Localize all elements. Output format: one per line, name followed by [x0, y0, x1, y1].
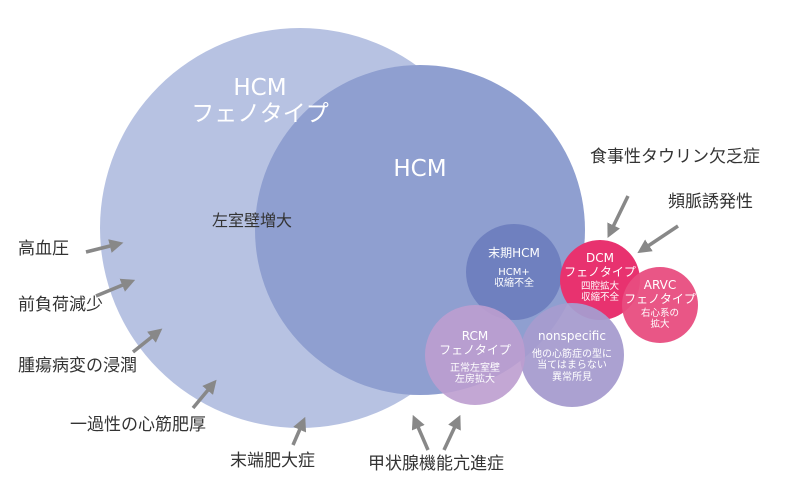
outer-title-line1: HCM	[233, 75, 287, 101]
cause-afterload: 前負荷減少	[18, 295, 103, 315]
dcm-label: DCM フェノタイプ 四腔拡大 収縮不全	[560, 251, 640, 303]
rcm-desc-line2: 左房拡大	[455, 374, 495, 386]
dcm-subtitle: フェノタイプ	[564, 264, 636, 279]
nonspecific-desc-line1: 他の心筋症の型に	[532, 348, 612, 360]
arrow-acromegaly	[291, 416, 307, 446]
cause-transient: 一過性の心筋肥厚	[70, 415, 206, 435]
dcm-circle	[560, 240, 640, 320]
dcm-title: DCM	[586, 251, 614, 265]
cause-tachy: 頻脈誘発性	[668, 192, 753, 212]
arvc-label: ARVC フェノタイプ 右心系の 拡大	[622, 278, 698, 330]
arvc-desc-line2: 拡大	[650, 318, 670, 330]
arrow-tachy	[637, 224, 679, 254]
arrow-infiltration	[131, 328, 163, 354]
arvc-circle	[622, 267, 698, 343]
arrow-hypertension	[85, 239, 124, 254]
arrow-taurine	[607, 195, 630, 239]
rcm-title: RCM	[461, 329, 489, 343]
outer-inner-label: 左室壁増大	[212, 211, 293, 230]
rcm-subtitle: フェノタイプ	[439, 342, 511, 357]
cause-infiltration: 腫瘍病変の浸潤	[18, 356, 137, 376]
rcm-circle	[425, 305, 525, 405]
outer-title: HCM フェノタイプ	[170, 75, 350, 128]
endstage-circle	[466, 224, 562, 320]
arvc-subtitle: フェノタイプ	[624, 291, 696, 306]
arrow-afterload	[95, 278, 136, 298]
nonspecific-desc-line3: 異常所見	[552, 371, 592, 383]
cause-hyperthyroid: 甲状腺機能亢進症	[368, 454, 504, 474]
outer-title-line2: フェノタイプ	[191, 101, 329, 128]
endstage-label: 末期HCM HCM+ 収縮不全	[474, 246, 554, 290]
arvc-title: ARVC	[643, 278, 677, 292]
rcm-label: RCM フェノタイプ 正常左室壁 左房拡大	[430, 329, 520, 386]
arrows	[85, 195, 679, 451]
rcm-desc-line1: 正常左室壁	[450, 362, 500, 374]
cause-hypertension: 高血圧	[18, 239, 69, 259]
endstage-desc-line1: HCM+	[498, 266, 530, 278]
endstage-desc-line2: 収縮不全	[494, 278, 534, 290]
nonspecific-label: nonspecific 他の心筋症の型に 当てはまらない 異常所見	[520, 329, 624, 383]
cause-taurine: 食事性タウリン欠乏症	[590, 147, 760, 167]
arvc-desc-line1: 右心系の	[640, 307, 679, 319]
endstage-title: 末期HCM	[488, 246, 540, 260]
nonspecific-desc-line2: 当てはまらない	[537, 360, 607, 372]
cause-acromegaly: 末端肥大症	[230, 451, 315, 471]
dcm-desc-line1: 四腔拡大	[580, 280, 619, 292]
dcm-desc-line2: 収縮不全	[580, 291, 619, 303]
hcm-title: HCM	[393, 156, 447, 182]
nonspecific-circle	[520, 303, 624, 407]
arrow-hyperthyroid-right	[442, 414, 461, 451]
arrow-transient	[191, 379, 217, 410]
arrow-hyperthyroid-left	[411, 414, 430, 451]
nonspecific-title: nonspecific	[538, 329, 606, 343]
